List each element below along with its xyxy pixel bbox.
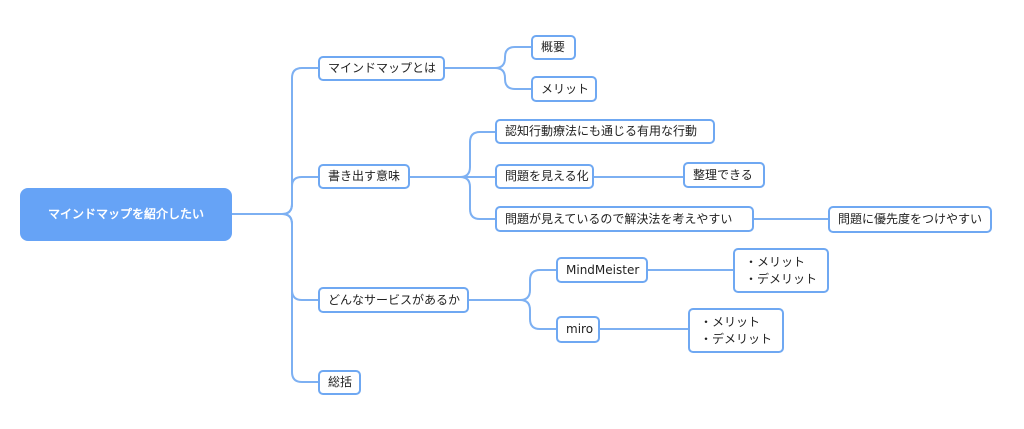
node-overview[interactable]: 概要 xyxy=(531,35,576,60)
edge-root-b4 xyxy=(281,213,318,383)
node-easy-prioritize[interactable]: 問題に優先度をつけやすい xyxy=(828,206,992,233)
branch-summary[interactable]: 総括 xyxy=(318,370,361,395)
edge-b2-c1 xyxy=(410,131,495,178)
node-mindmeister[interactable]: MindMeister xyxy=(556,257,648,283)
branch-writing-meaning[interactable]: 書き出す意味 xyxy=(318,164,410,189)
edge-b3-c1 xyxy=(469,269,556,301)
edge-root-trunk xyxy=(232,67,318,215)
branch-services[interactable]: どんなサービスがあるか xyxy=(318,287,469,313)
edge-root-b2 xyxy=(281,176,318,215)
branch-mindmap-about[interactable]: マインドマップとは xyxy=(318,56,445,81)
edge-b1-c1 xyxy=(445,46,531,69)
node-easy-solutions[interactable]: 問題が見えているので解決法を考えやすい xyxy=(495,206,754,232)
edge-b3-c2 xyxy=(519,299,556,330)
node-miro-pros-cons[interactable]: ・メリット ・デメリット xyxy=(688,308,784,353)
node-merit[interactable]: メリット xyxy=(531,76,597,102)
node-cbt-useful-action[interactable]: 認知行動療法にも通じる有用な行動 xyxy=(495,119,715,144)
node-mindmeister-pros-cons[interactable]: ・メリット ・デメリット xyxy=(733,248,829,293)
root-node[interactable]: マインドマップを紹介したい xyxy=(20,188,232,241)
edge-root-b3 xyxy=(281,213,318,301)
node-can-organize[interactable]: 整理できる xyxy=(683,162,765,188)
root-label: マインドマップを紹介したい xyxy=(47,207,204,222)
node-miro[interactable]: miro xyxy=(556,316,600,343)
edge-b1-c2 xyxy=(494,67,531,90)
node-visualize-problem[interactable]: 問題を見える化 xyxy=(495,164,594,189)
edge-b2-c3 xyxy=(459,176,495,220)
